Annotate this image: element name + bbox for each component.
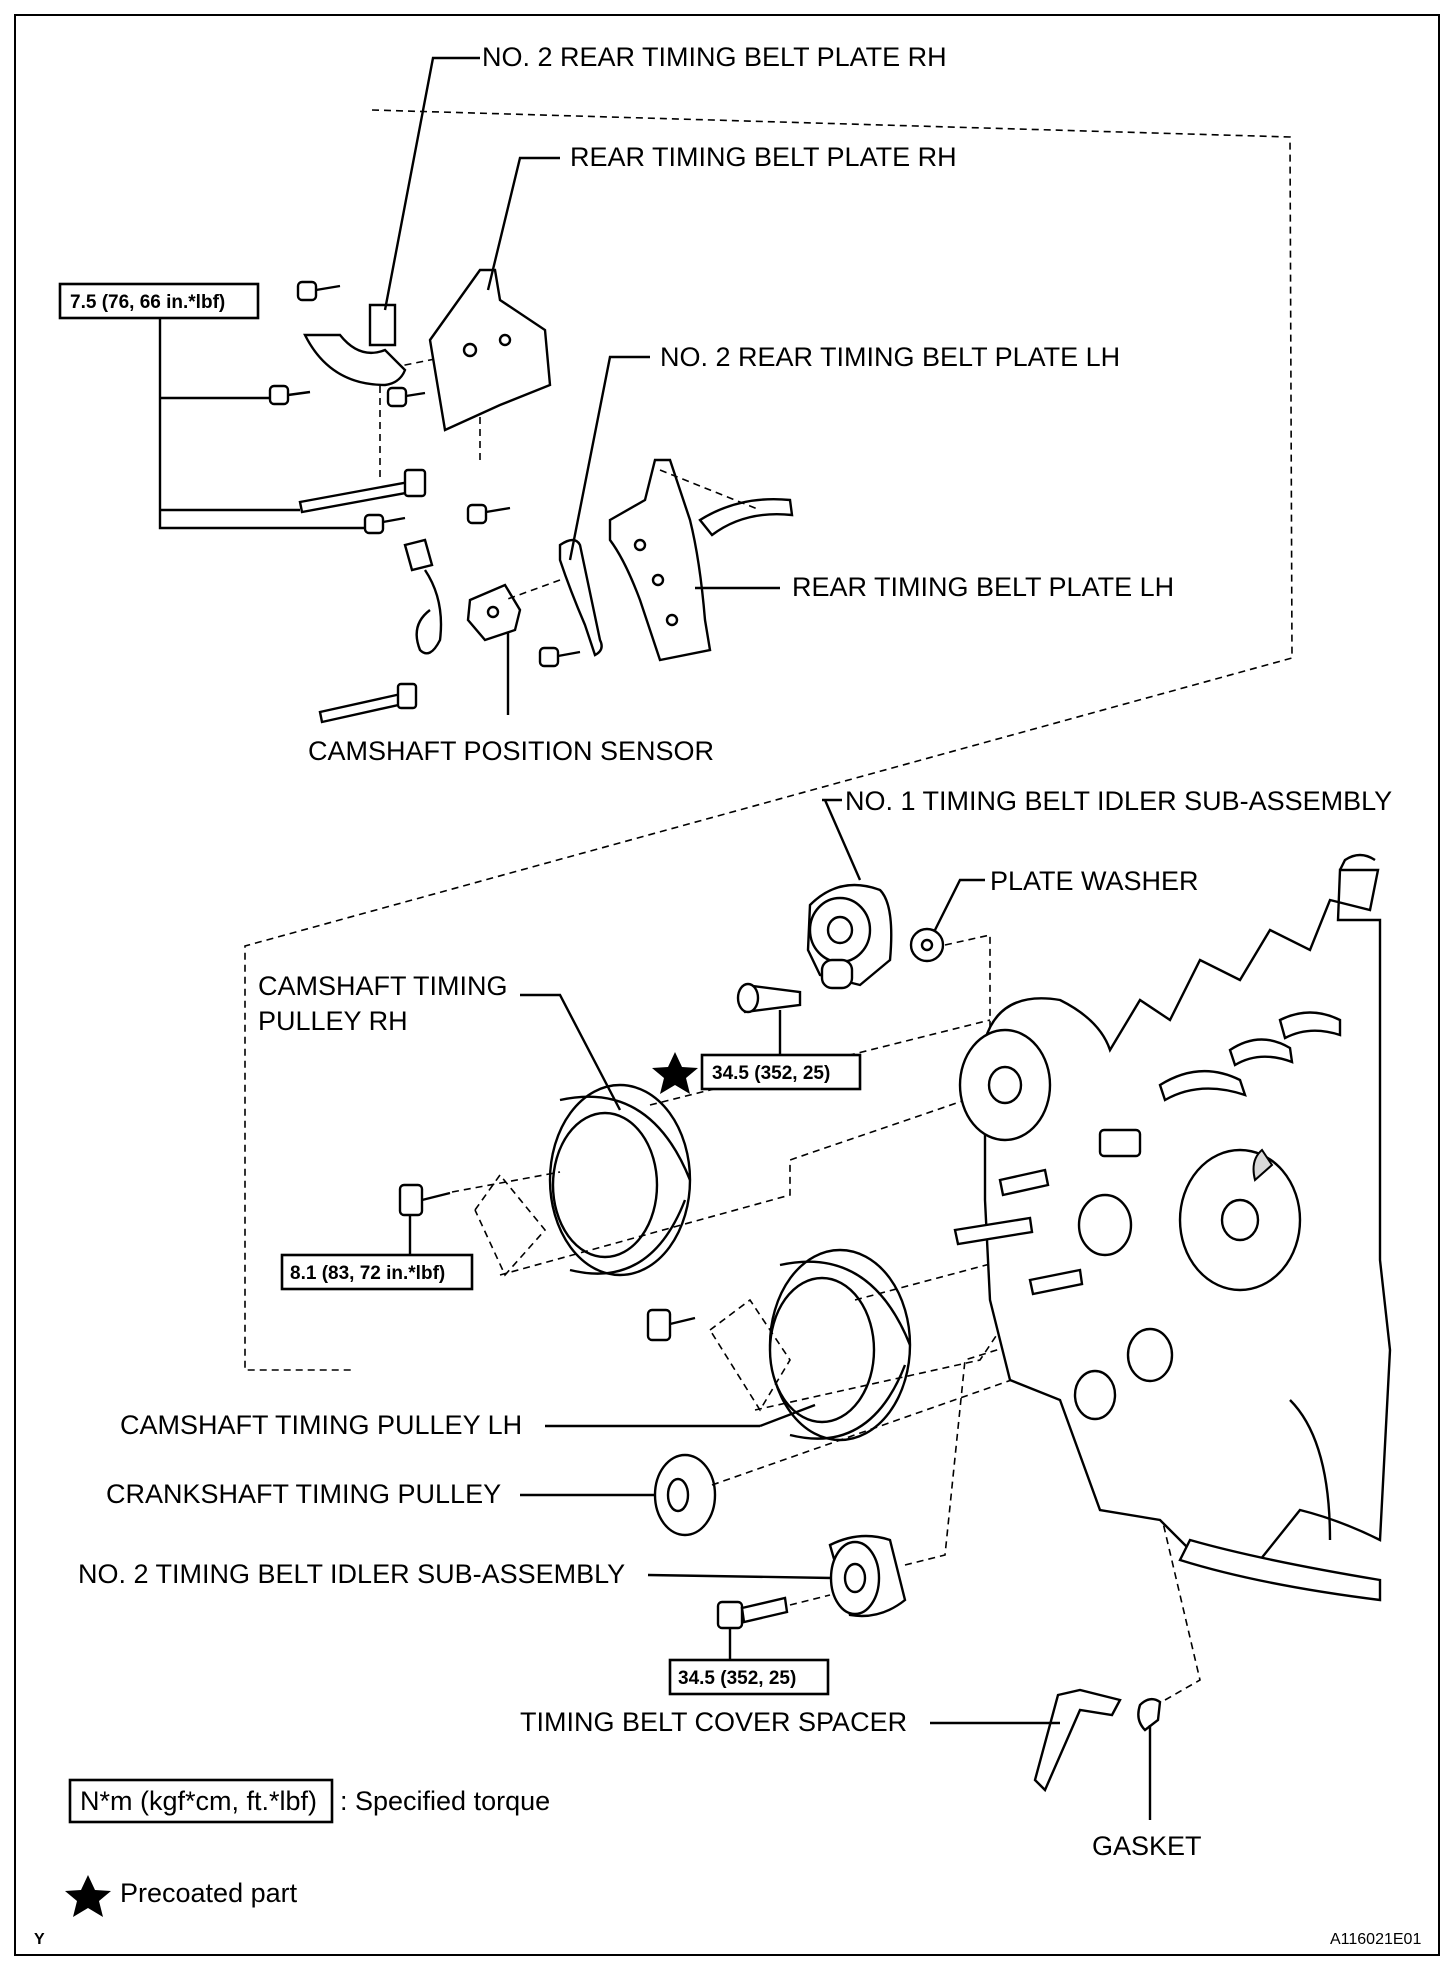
camshaft-timing-pulley-lh-face [768, 1276, 876, 1424]
label-gasket: GASKET [1092, 1831, 1202, 1861]
camshaft-position-sensor-connector [403, 538, 434, 572]
rear-plate-rh-hole [462, 342, 478, 358]
label-no2-rear-timing-belt-plate-lh: NO. 2 REAR TIMING BELT PLATE LH [660, 342, 1120, 372]
dashed-link [789, 1594, 831, 1606]
precoated-star [652, 1052, 698, 1094]
bolt [268, 384, 290, 406]
no2-rear-timing-belt-plate-lh [558, 538, 603, 657]
figure-frame [14, 14, 1440, 1956]
rear-plate-rh-hole [498, 333, 512, 347]
legend-precoated-description: Precoated part [120, 1878, 298, 1908]
leader-line [383, 56, 480, 311]
leader-line [933, 878, 985, 931]
rear-plate-lh-hole [633, 538, 647, 552]
upper-assembly-boundary [244, 109, 1293, 1371]
label-rear-timing-belt-plate-rh: REAR TIMING BELT PLATE RH [570, 142, 957, 172]
rear-plate-lh-hole [651, 573, 665, 587]
plate-washer-hole [920, 938, 934, 952]
figure-id: A116021E01 [1330, 1931, 1421, 1948]
camshaft-timing-pulley-rh-teeth [559, 1095, 692, 1275]
bolt [386, 386, 408, 408]
bolt-shank [287, 390, 311, 397]
rear-timing-belt-plate-rh [428, 268, 552, 432]
legend-torque-description: : Specified torque [340, 1786, 550, 1816]
no2-idler-bolt-shank [740, 1596, 789, 1624]
label-no2-timing-belt-idler: NO. 2 TIMING BELT IDLER SUB-ASSEMBLY [78, 1559, 625, 1589]
bolt [296, 280, 318, 302]
footer-code: Y [34, 1931, 45, 1948]
no2-rear-timing-belt-plate-rh [303, 333, 407, 387]
legend-precoated-star [65, 1875, 111, 1917]
torque-cam-pulley-bolt: 8.1 (83, 72 in.*lbf) [290, 1263, 445, 1284]
rear-timing-belt-plate-lh [608, 458, 712, 662]
leader-line [759, 1403, 816, 1428]
torque-box-cam-pulley [280, 1253, 474, 1291]
no2-idler-bolt-head [716, 1600, 744, 1630]
bolt-shank [557, 650, 581, 658]
dashed-box [709, 1298, 791, 1412]
torque-bracket [158, 318, 365, 530]
dashed-link [649, 1019, 991, 1106]
stud-nut [396, 682, 418, 710]
long-stud-bolt [298, 478, 424, 514]
leader-line [823, 799, 862, 881]
legend-torque-units: N*m (kgf*cm, ft.*lbf) [80, 1786, 317, 1816]
torque-box-no1-idler [700, 1053, 862, 1091]
dashed-link [1119, 1339, 1201, 1701]
timing-belt-cover-spacer [1033, 1688, 1122, 1793]
bolt-shank [669, 1316, 696, 1326]
no1-idler-collar [820, 958, 854, 990]
torque-no2-idler-bolt: 34.5 (352, 25) [678, 1668, 796, 1689]
leader-line [520, 993, 622, 1111]
sensor-bolt-hole [486, 605, 500, 619]
camshaft-pulley-bolt [398, 1183, 424, 1217]
no2-idler-hub [843, 1562, 867, 1594]
torque-no1-idler-bolt: 34.5 (352, 25) [712, 1063, 830, 1084]
stud-nut [403, 468, 427, 498]
bolt [363, 513, 385, 535]
bolt-shank [405, 391, 426, 398]
legend-torque-box [68, 1778, 334, 1824]
dashed-box [474, 1173, 547, 1277]
label-camshaft-timing-pulley-rh-line1: CAMSHAFT TIMING [258, 971, 508, 1001]
crankshaft-timing-pulley-hub [666, 1477, 690, 1513]
engine-block [953, 853, 1392, 1602]
hose [698, 498, 794, 537]
camshaft-timing-pulley-rh-face [551, 1111, 659, 1259]
torque-plates: 7.5 (76, 66 in.*lbf) [70, 292, 225, 313]
bolt-shank [382, 516, 406, 524]
leader-line [568, 355, 650, 561]
dashed-leader [504, 579, 561, 601]
camshaft-timing-pulley-lh-teeth [779, 1260, 912, 1440]
leader-line [486, 156, 560, 291]
dashed-link [499, 1094, 981, 1276]
label-crankshaft-timing-pulley: CRANKSHAFT TIMING PULLEY [106, 1479, 501, 1509]
rear-plate-lh-hole [665, 613, 679, 627]
no2-rear-plate-rh-tab [368, 303, 397, 347]
dashed-leader [659, 469, 761, 511]
bolt-shank [421, 1191, 451, 1202]
bolt [466, 503, 488, 525]
bolt-shank [315, 284, 341, 292]
bolt-shank [485, 506, 511, 514]
label-no2-rear-timing-belt-plate-rh: NO. 2 REAR TIMING BELT PLATE RH [482, 42, 947, 72]
dashed-link [711, 1369, 1041, 1486]
no1-idler-hub [826, 915, 854, 945]
torque-box-no2-idler [668, 1658, 830, 1696]
gasket [1137, 1697, 1162, 1732]
label-camshaft-timing-pulley-rh-line2: PULLEY RH [258, 1006, 408, 1036]
no1-idler-bolt-head [736, 982, 760, 1014]
label-rear-timing-belt-plate-lh: REAR TIMING BELT PLATE LH [792, 572, 1174, 602]
label-no1-timing-belt-idler: NO. 1 TIMING BELT IDLER SUB-ASSEMBLY [845, 786, 1392, 816]
camshaft-position-sensor-wire [415, 569, 443, 655]
label-plate-washer: PLATE WASHER [990, 866, 1199, 896]
label-camshaft-timing-pulley-lh: CAMSHAFT TIMING PULLEY LH [120, 1410, 522, 1440]
label-camshaft-position-sensor: CAMSHAFT POSITION SENSOR [308, 736, 714, 766]
leader-line [647, 1573, 833, 1580]
label-timing-belt-cover-spacer: TIMING BELT COVER SPACER [520, 1707, 907, 1737]
camshaft-pulley-bolt [646, 1308, 672, 1342]
torque-box-plates [58, 282, 260, 320]
bolt [538, 646, 560, 668]
